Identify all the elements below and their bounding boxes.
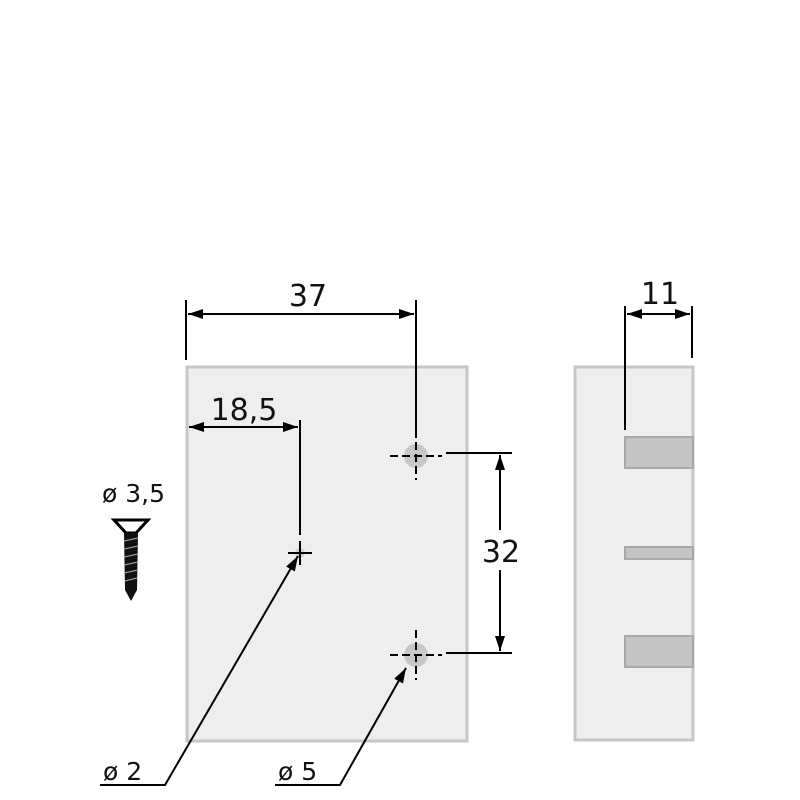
side-slot-middle [624, 546, 694, 560]
large-hole-label: ø 5 [278, 757, 317, 786]
screw-label: ø 3,5 [102, 479, 165, 508]
side-slot-top [624, 436, 694, 469]
small-hole-label: ø 2 [103, 757, 142, 786]
dimension-width [185, 300, 417, 430]
dimension-depth-label: 11 [641, 277, 679, 312]
dimension-offset-label: 18,5 [211, 393, 278, 428]
dimension-offset [189, 420, 301, 535]
dimension-hole-spacing-label: 32 [482, 535, 520, 570]
large-hole-top [390, 430, 442, 480]
large-hole-bottom [390, 630, 442, 680]
leader-small-hole [100, 555, 299, 786]
screw-icon [110, 518, 152, 601]
small-hole-marker [288, 541, 312, 565]
leader-large-hole [275, 667, 407, 786]
dimension-width-label: 37 [289, 279, 327, 314]
side-slot-bottom [624, 635, 694, 668]
dimension-depth [624, 306, 693, 430]
